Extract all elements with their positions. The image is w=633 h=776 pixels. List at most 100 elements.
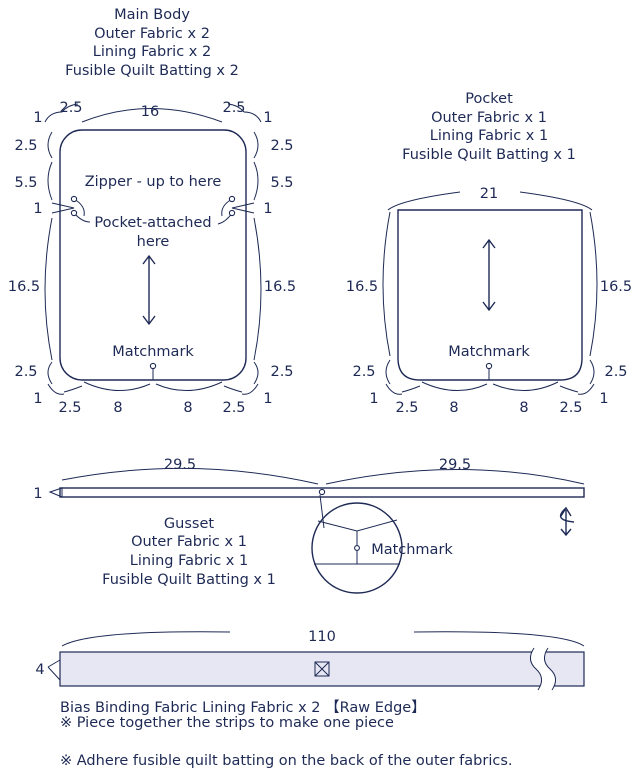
pocket-mark-left xyxy=(70,209,78,217)
zipper-label: Zipper - up to here xyxy=(85,174,222,190)
dim-arc xyxy=(382,211,391,357)
pocket-dim-left-lower: 2.5 xyxy=(352,364,375,380)
dim-right-zip: 5.5 xyxy=(270,175,293,191)
bias-dim-width: 4 xyxy=(35,662,44,678)
gusset-dim-left: 29.5 xyxy=(164,457,196,473)
dim-one-right-bottom: 1 xyxy=(263,391,272,407)
dim-arc xyxy=(61,631,231,647)
dim-arc xyxy=(253,161,259,201)
detail-circle xyxy=(311,502,403,594)
gusset-matchmark-label: Matchmark xyxy=(371,542,453,558)
dim-bottom-left: 8 xyxy=(113,400,122,416)
zipper-mark-left xyxy=(70,195,78,203)
dim-bottom-right: 8 xyxy=(183,400,192,416)
pocket-matchmark-label: Matchmark xyxy=(448,344,530,360)
zipper-mark-right xyxy=(228,195,236,203)
pocket-attached-label-1: Pocket-attached xyxy=(94,215,211,231)
bias-break-line xyxy=(544,647,556,691)
bias-note: ※ Piece together the strips to make one … xyxy=(60,715,394,731)
detail-leader xyxy=(319,494,325,529)
dim-arc xyxy=(413,631,585,647)
right-pointer xyxy=(231,202,255,214)
bias-grain-mark xyxy=(314,661,330,677)
dim-arc xyxy=(559,385,579,393)
pocket-dim-bottom-right: 8 xyxy=(519,400,528,416)
bias-width-bracket xyxy=(47,659,61,681)
pocket-line-1: Outer Fabric x 1 xyxy=(431,110,547,126)
pocket-attached-label-2: here xyxy=(137,234,170,250)
bias-binding-piece: 110 4 xyxy=(35,629,585,691)
gusset-width-pointer xyxy=(48,487,63,498)
dim-left-side: 16.5 xyxy=(8,279,40,295)
gusset-dim-height: 1 xyxy=(33,486,42,502)
left-pointer xyxy=(51,202,75,214)
dim-arc xyxy=(44,217,53,361)
bias-break-gap xyxy=(530,648,556,690)
dim-arc xyxy=(492,381,559,392)
dim-arc xyxy=(47,361,53,385)
dim-arc xyxy=(63,385,83,393)
dim-arc xyxy=(519,191,593,211)
dim-arc xyxy=(589,359,595,385)
pocket-dim-top: 21 xyxy=(480,186,498,202)
pocket-dim-right-side: 16.5 xyxy=(600,279,632,295)
dim-right-pocket: 1 xyxy=(263,201,272,217)
dim-arc xyxy=(47,131,53,159)
dim-arc xyxy=(61,103,79,113)
gusset-dim-right: 29.5 xyxy=(439,457,471,473)
dim-right-upper: 2.5 xyxy=(270,138,293,154)
dim-arc xyxy=(241,383,259,395)
dim-arc xyxy=(61,467,319,485)
dim-bottom-left-corner: 2.5 xyxy=(58,400,81,416)
footer-note: ※ Adhere fusible quilt batting on the ba… xyxy=(60,753,513,769)
pocket-line-2: Lining Fabric x 1 xyxy=(430,128,548,144)
pocket-mark-right xyxy=(228,209,236,217)
dim-bottom-right-corner: 2.5 xyxy=(222,400,245,416)
pocket-dim-one-right: 1 xyxy=(599,391,608,407)
gusset-line-1: Outer Fabric x 1 xyxy=(131,534,247,550)
dim-arc xyxy=(44,111,63,123)
dim-top-right-corner: 2.5 xyxy=(222,100,245,116)
dim-left-pocket: 1 xyxy=(33,201,42,217)
matchmark-dot xyxy=(149,362,157,370)
dim-arc xyxy=(83,381,151,392)
detail-matchmark-dot xyxy=(354,545,360,551)
pocket-grain-arrow xyxy=(482,238,496,312)
dim-left-upper: 2.5 xyxy=(14,138,37,154)
dim-right-side: 16.5 xyxy=(264,279,296,295)
gusset-title: Gusset xyxy=(164,516,214,532)
dim-top-left-corner: 2.5 xyxy=(59,100,82,116)
pocket-outline xyxy=(397,209,583,381)
dim-arc xyxy=(387,191,461,211)
bias-label: Bias Binding Fabric Lining Fabric x 2 【R… xyxy=(60,700,426,716)
pocket-dim-one-left: 1 xyxy=(369,391,378,407)
dim-arc xyxy=(253,217,262,361)
pocket-dim-bottom-left-corner: 2.5 xyxy=(395,400,418,416)
dim-one-right-top: 1 xyxy=(263,110,272,126)
dim-left-zip: 5.5 xyxy=(14,175,37,191)
dim-arc xyxy=(385,359,391,385)
gusset-strip xyxy=(59,487,585,498)
dim-top: 16 xyxy=(141,104,159,120)
pocket-dim-bottom-left: 8 xyxy=(449,400,458,416)
gusset-piece: 29.5 29.5 1 Matchmark Gusset Outer Fabri… xyxy=(33,457,585,594)
dim-arc xyxy=(589,211,598,357)
main-body-line-1: Outer Fabric x 2 xyxy=(94,26,210,42)
dim-arc xyxy=(577,383,595,395)
main-matchmark-label: Matchmark xyxy=(112,344,194,360)
pocket-title: Pocket xyxy=(465,91,513,107)
gusset-line-3: Fusible Quilt Batting x 1 xyxy=(102,572,276,588)
main-body-line-3: Fusible Quilt Batting x 2 xyxy=(65,63,239,79)
pocket-piece: Pocket Outer Fabric x 1 Lining Fabric x … xyxy=(346,91,632,416)
gusset-height-arrow xyxy=(560,506,572,537)
dim-arc xyxy=(223,385,243,393)
gusset-center-mark xyxy=(318,488,326,496)
pocket-matchmark-dot xyxy=(485,362,493,370)
bias-break-line xyxy=(530,647,542,691)
dim-arc xyxy=(325,469,585,485)
dim-arc xyxy=(253,131,259,159)
dim-arc xyxy=(47,161,53,201)
pocket-line-3: Fusible Quilt Batting x 1 xyxy=(402,147,576,163)
dim-arc xyxy=(155,381,223,392)
